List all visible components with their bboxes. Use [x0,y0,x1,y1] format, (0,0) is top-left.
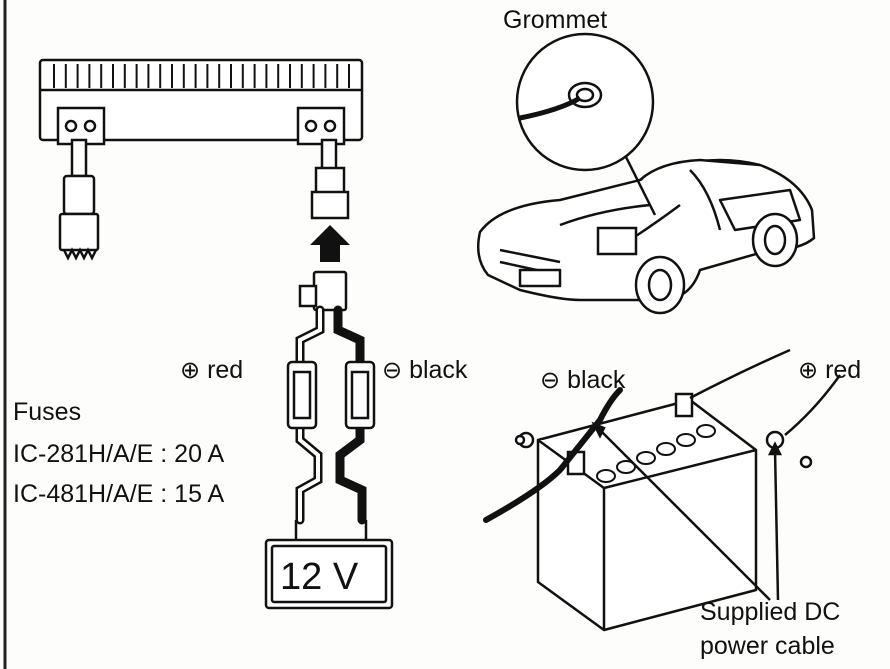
supplied-cable-label-1: Supplied DC [700,598,841,626]
battery-cap [616,460,636,474]
battery-cap [656,442,676,456]
transceiver-body [38,58,364,146]
battery-cap [696,424,716,438]
engine-battery [596,203,681,256]
radio-power-connector [310,138,350,220]
battery-caps [596,424,716,483]
car-battery [536,398,758,632]
minus-symbol: ⊖ [382,357,403,384]
negative-black-label-left: ⊖ black [382,356,467,385]
plus-symbol: ⊕ [180,357,201,384]
minus-symbol: ⊖ [540,367,561,394]
cable-plug [298,270,348,312]
red-cable [689,348,842,436]
black-word: black [567,366,626,394]
negative-black-label-right: ⊖ black [540,366,625,395]
label-pointers [591,421,783,601]
plus-symbol: ⊕ [798,357,819,384]
left-cable-plug [58,138,100,261]
heatsink-fins [53,64,350,88]
battery-cap [636,451,656,465]
black-cable [483,387,623,523]
positive-red-label-right: ⊕ red [798,356,861,385]
cable-lugs [514,430,813,469]
grommet-label: Grommet [503,6,608,34]
supplied-cable-label-2: power cable [700,632,835,660]
positive-red-label-left: ⊕ red [180,356,243,385]
fuses-title: Fuses [13,398,82,426]
insert-arrow [310,225,350,262]
fuse-wires [295,305,367,525]
car-illustration [477,158,816,315]
red-word: red [825,356,862,384]
fuse-rating-281: IC-281H/A/E : 20 A [13,440,225,468]
red-word: red [207,356,244,384]
grommet-magnifier [515,32,657,216]
battery-voltage-label: 12 V [280,556,359,598]
battery-12v [264,520,394,610]
fuse-rating-481: IC-481H/A/E : 15 A [13,480,225,508]
battery-cap [596,469,616,483]
battery-cap [676,433,696,447]
fuse-holders [286,360,376,430]
black-word: black [409,356,468,384]
